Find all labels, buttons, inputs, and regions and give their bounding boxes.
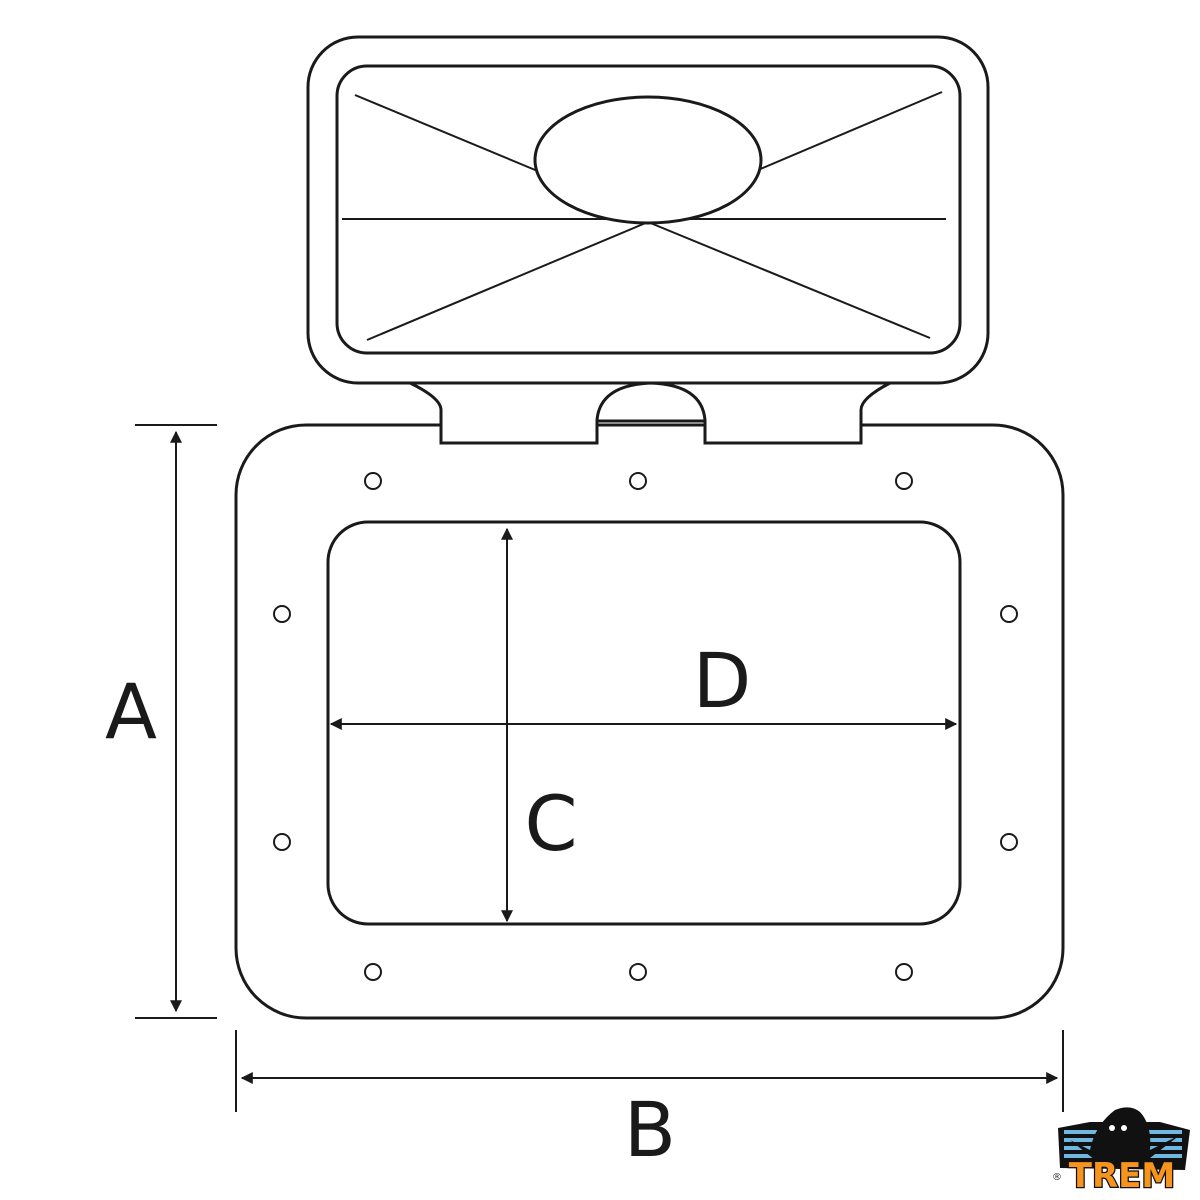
lid-rib-bottom-right [647, 221, 931, 339]
logo-text: TREM [1069, 1156, 1175, 1196]
dimension-b-label: B [624, 1085, 676, 1174]
screw-hole [273, 833, 291, 851]
dimension-a: A [105, 424, 217, 1019]
screw-hole [895, 472, 913, 490]
dimension-a-label: A [105, 667, 157, 756]
hatch-frame [234, 423, 1065, 1020]
frame-opening [326, 520, 962, 926]
screw-hole [629, 472, 647, 490]
screw-hole [1000, 605, 1018, 623]
screw-hole [364, 472, 382, 490]
hatch-lid [306, 35, 990, 385]
screw-hole [1000, 833, 1018, 851]
screw-hole [273, 605, 291, 623]
hinge [409, 381, 891, 445]
lid-rib-top-left [354, 94, 541, 173]
lid-rib-top-right [757, 91, 943, 171]
lid-inner-panel [335, 64, 962, 355]
screw-hole [629, 963, 647, 981]
screw-hole [895, 963, 913, 981]
lid-rib-bottom-left [366, 221, 649, 341]
mascot-eye-left [1109, 1125, 1115, 1131]
screw-holes [273, 472, 1018, 981]
dimension-d-label: D [693, 636, 752, 725]
dimension-c-label: C [524, 779, 577, 868]
screw-hole [364, 963, 382, 981]
registered-mark: ® [1052, 1172, 1062, 1183]
dimension-b: B [235, 1030, 1064, 1174]
frame-outer-outline [234, 423, 1065, 1020]
dimension-d: D [329, 636, 958, 730]
lid-oval-handle [533, 95, 763, 225]
octopus-mascot-icon [1070, 1107, 1180, 1172]
trem-logo: TREM ® [1052, 1107, 1190, 1197]
mascot-eye-right [1121, 1125, 1127, 1131]
